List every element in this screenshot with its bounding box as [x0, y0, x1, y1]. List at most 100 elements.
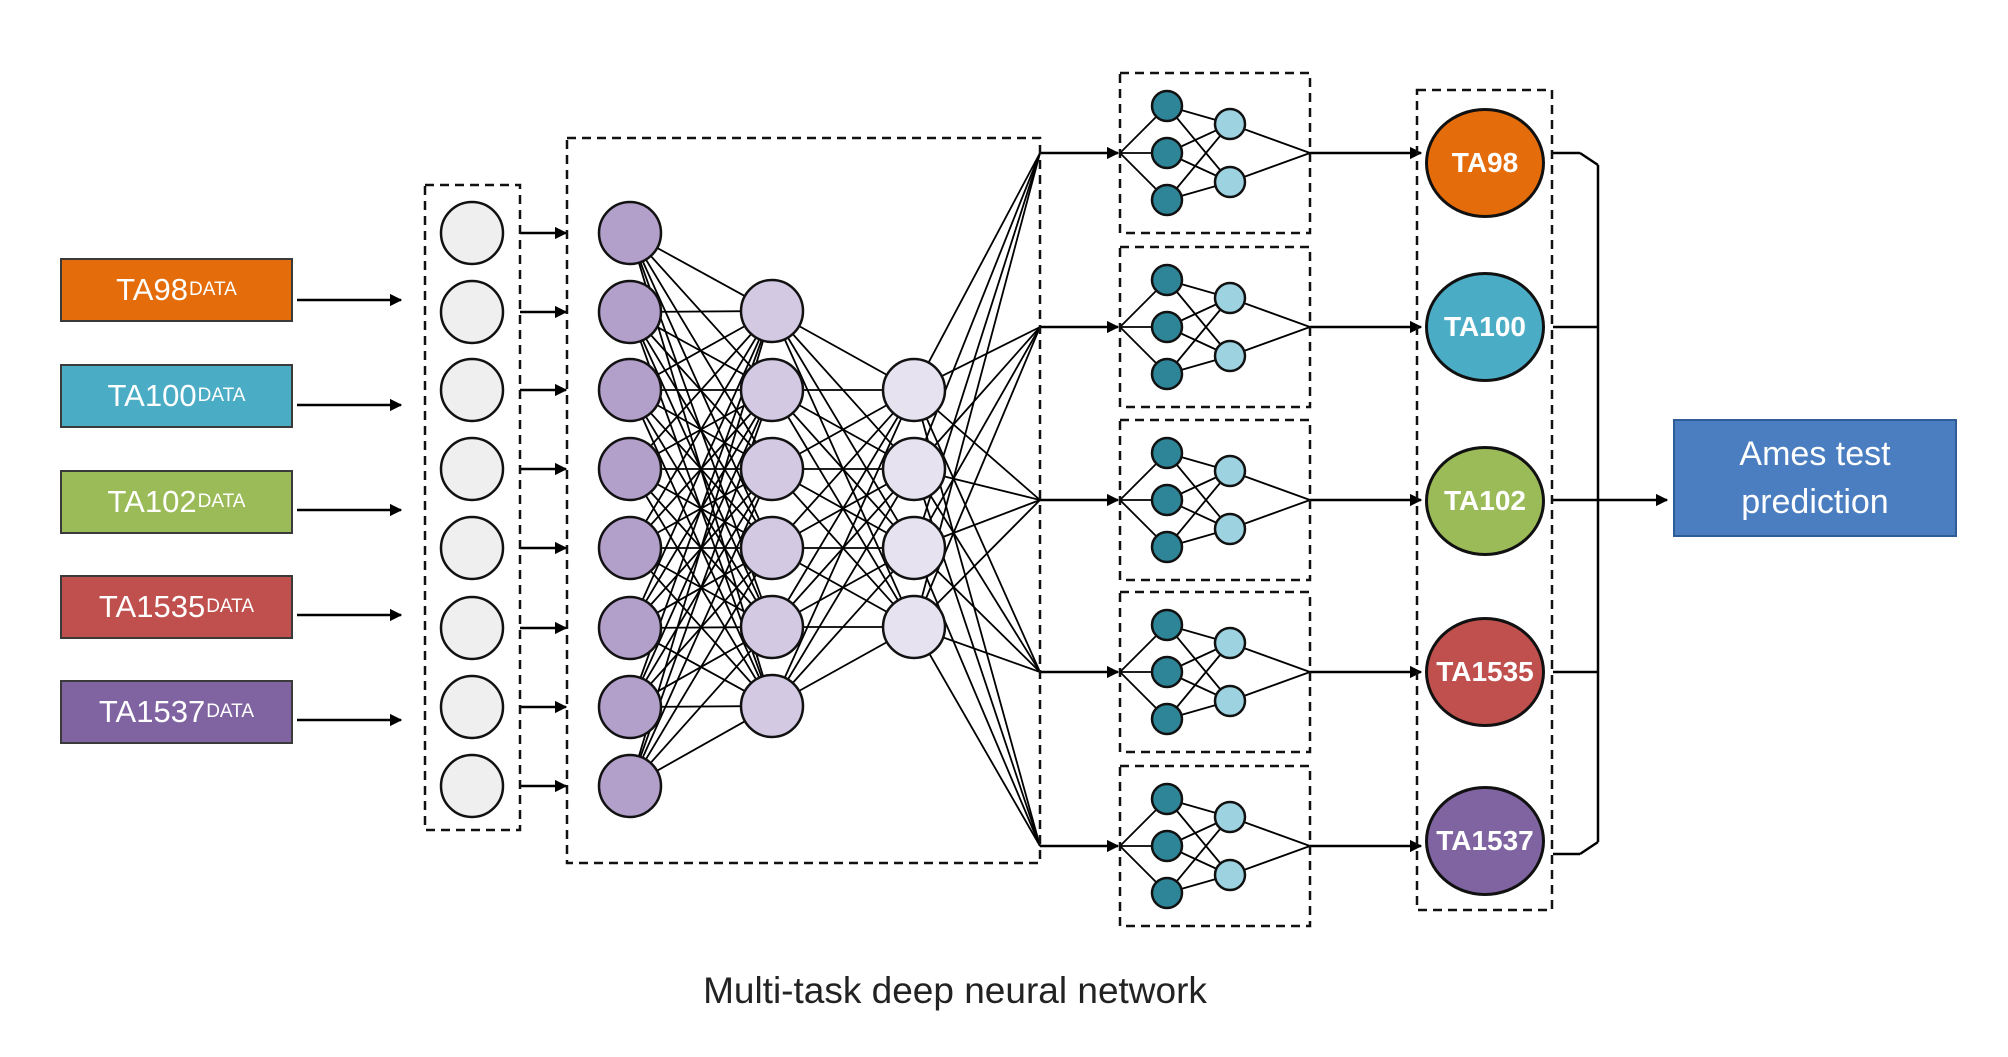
task-hidden-node	[1150, 136, 1184, 170]
task-hidden-node	[1150, 876, 1184, 910]
hidden1-node	[597, 357, 663, 423]
dataset-ta100-label: TA100	[107, 378, 197, 413]
shared-hidden-group	[565, 136, 1042, 865]
connection-edge	[913, 326, 1041, 628]
input-node	[439, 357, 505, 423]
task-hidden-node	[1150, 436, 1184, 470]
subnet-edge	[1166, 105, 1231, 183]
input-node	[439, 674, 505, 740]
task-output-node	[1213, 165, 1247, 199]
connection-edge	[913, 626, 1041, 847]
output-node-ta98: TA98	[1425, 108, 1545, 218]
connection-edge	[629, 310, 773, 549]
task-output-node	[1213, 684, 1247, 718]
input-node	[439, 515, 505, 581]
subnet-edge	[1166, 297, 1231, 375]
result-line-2: prediction	[1741, 483, 1889, 521]
task-subnet-group	[1118, 245, 1312, 409]
ames-prediction-box: Ames test prediction	[1673, 419, 1957, 537]
subnet-edge	[1166, 624, 1231, 702]
task-hidden-node	[1150, 263, 1184, 297]
dataset-ta1535-label: TA1535	[98, 589, 206, 624]
task-hidden-node	[1150, 357, 1184, 391]
diagram-caption: Multi-task deep neural network	[703, 970, 1207, 1011]
input-node	[439, 200, 505, 266]
subnet-edge	[1166, 470, 1231, 548]
connection-edge	[629, 626, 773, 787]
hidden2-node	[739, 436, 805, 502]
connection-edge	[771, 389, 915, 549]
connection-edge	[629, 310, 773, 629]
dataset-ta1535-subscript: DATA	[206, 596, 255, 617]
task-output-node	[1213, 626, 1247, 660]
hidden1-node	[597, 436, 663, 502]
dataset-ta98-label: TA98	[116, 272, 188, 307]
hidden3-node	[881, 594, 947, 660]
connection-edge	[913, 389, 1041, 673]
task-hidden-node	[1150, 782, 1184, 816]
dataset-ta102-subscript: DATA	[197, 491, 246, 512]
task-hidden-node	[1150, 530, 1184, 564]
task-subnet-group	[1118, 590, 1312, 754]
task-subnet-group	[1118, 71, 1312, 235]
task-output-node	[1213, 339, 1247, 373]
task-hidden-node	[1150, 829, 1184, 863]
input-node	[439, 279, 505, 345]
dataset-ta1537-label: TA1537	[98, 694, 206, 729]
dataset-ta100-subscript: DATA	[197, 385, 246, 406]
connection-edge	[913, 547, 1041, 847]
hidden1-node	[597, 515, 663, 581]
task-output-node	[1213, 858, 1247, 892]
connection-edge	[913, 326, 1041, 549]
input-node	[439, 595, 505, 661]
dataset-ta102-label: TA102	[107, 484, 197, 519]
task-output-node	[1213, 281, 1247, 315]
task-hidden-node	[1150, 655, 1184, 689]
output-group	[1415, 88, 1554, 912]
subnet-edge	[1166, 279, 1231, 357]
task-hidden-node	[1150, 702, 1184, 736]
hidden3-node	[881, 515, 947, 581]
hidden3-node	[881, 357, 947, 423]
connection-edge	[771, 547, 915, 707]
task-hidden-node	[1150, 608, 1184, 642]
hidden2-node	[739, 673, 805, 739]
dataset-ta1537-subscript: DATA	[206, 701, 255, 722]
subnet-edge	[1166, 642, 1231, 720]
task-output-node	[1213, 107, 1247, 141]
connection-edge	[771, 389, 915, 707]
hidden2-node	[739, 278, 805, 344]
task-hidden-node	[1150, 183, 1184, 217]
input-layer-group	[423, 183, 522, 832]
subnet-edge	[1166, 816, 1231, 894]
connection-edge	[629, 468, 773, 787]
hidden1-node	[597, 674, 663, 740]
hidden1-node	[597, 200, 663, 266]
connection-edge	[771, 468, 915, 707]
task-hidden-node	[1150, 89, 1184, 123]
neuron-layer	[439, 89, 1247, 910]
task-hidden-node	[1150, 483, 1184, 517]
task-output-node	[1213, 800, 1247, 834]
task-output-node	[1213, 454, 1247, 488]
input-node	[439, 753, 505, 819]
hidden2-node	[739, 515, 805, 581]
subnet-edge	[1166, 452, 1231, 530]
task-output-node	[1213, 512, 1247, 546]
subnet-edge	[1166, 798, 1231, 876]
dataset-ta98-subscript: DATA	[188, 279, 237, 300]
output-node-ta100: TA100	[1425, 272, 1545, 382]
output-node-ta102: TA102	[1425, 446, 1545, 556]
connection-edge	[913, 152, 1041, 391]
connection-edge	[771, 389, 915, 628]
connection-edge	[629, 547, 773, 787]
bracket-line	[1579, 151, 1599, 167]
connection-edge	[913, 152, 1041, 470]
hidden3-node	[881, 436, 947, 502]
